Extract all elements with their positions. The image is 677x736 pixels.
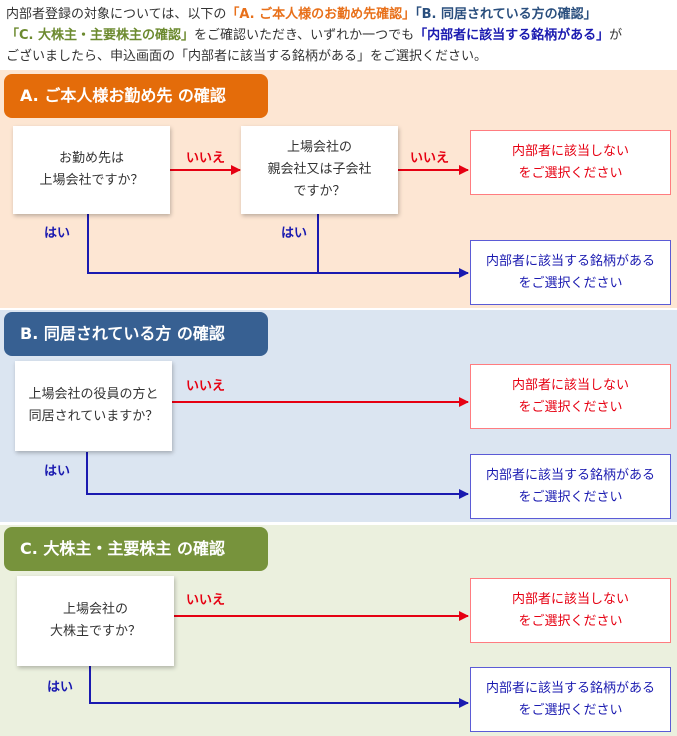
- intro-text-segment: 内部者登録の対象については、以下の: [6, 7, 227, 22]
- intro-highlight-a: 「A. ご本人様のお勤め先確認」: [226, 7, 416, 22]
- a-question-1: お勤め先は 上場会社ですか？: [13, 126, 170, 214]
- intro-text-segment: をご確認いただき、いずれか一つでも: [194, 28, 415, 43]
- c-label-yes: はい: [47, 680, 74, 695]
- a-question-2: 上場会社の 親会社又は子会社 ですか？: [241, 126, 398, 214]
- b-question-1: 上場会社の役員の方と 同居されていますか？: [15, 361, 172, 451]
- a-label-yes-1: はい: [44, 226, 71, 241]
- section-b-header: B. 同居されている方 の確認: [4, 312, 268, 356]
- intro-line-2: 「C. 大株主・主要株主の確認」をご確認いただき、いずれか一つでも「内部者に該当…: [6, 25, 674, 46]
- intro-line-3: ございましたら、申込画面の「内部者に該当する銘柄がある」をご選択ください。: [6, 49, 488, 64]
- section-a-header: A. ご本人様お勤め先 の確認: [4, 74, 268, 118]
- a-label-no-2: いいえ: [410, 151, 450, 166]
- a-result-not-insider: 内部者に該当しない をご選択ください: [470, 130, 671, 195]
- intro-highlight-insider: 「内部者に該当する銘柄がある」: [414, 28, 610, 43]
- a-label-yes-2: はい: [281, 226, 308, 241]
- a-label-no-1: いいえ: [186, 151, 226, 166]
- intro-highlight-b: 「B. 同居されている方の確認」: [415, 7, 597, 22]
- intro-text: 内部者登録の対象については、以下の「A. ご本人様のお勤め先確認」「B. 同居さ…: [6, 4, 674, 67]
- b-result-not-insider: 内部者に該当しない をご選択ください: [470, 364, 671, 429]
- intro-line-1: 内部者登録の対象については、以下の「A. ご本人様のお勤め先確認」「B. 同居さ…: [6, 4, 674, 25]
- intro-text-segment: が: [609, 28, 623, 43]
- c-result-not-insider: 内部者に該当しない をご選択ください: [470, 578, 671, 643]
- b-result-insider: 内部者に該当する銘柄がある をご選択ください: [470, 454, 671, 519]
- c-label-no: いいえ: [186, 593, 226, 608]
- c-result-insider: 内部者に該当する銘柄がある をご選択ください: [470, 667, 671, 732]
- c-question-1: 上場会社の 大株主ですか？: [17, 576, 174, 666]
- b-label-no: いいえ: [186, 379, 226, 394]
- b-label-yes: はい: [44, 464, 71, 479]
- section-c-header: C. 大株主・主要株主 の確認: [4, 527, 268, 571]
- a-result-insider: 内部者に該当する銘柄がある をご選択ください: [470, 240, 671, 305]
- intro-highlight-c: 「C. 大株主・主要株主の確認」: [6, 28, 195, 43]
